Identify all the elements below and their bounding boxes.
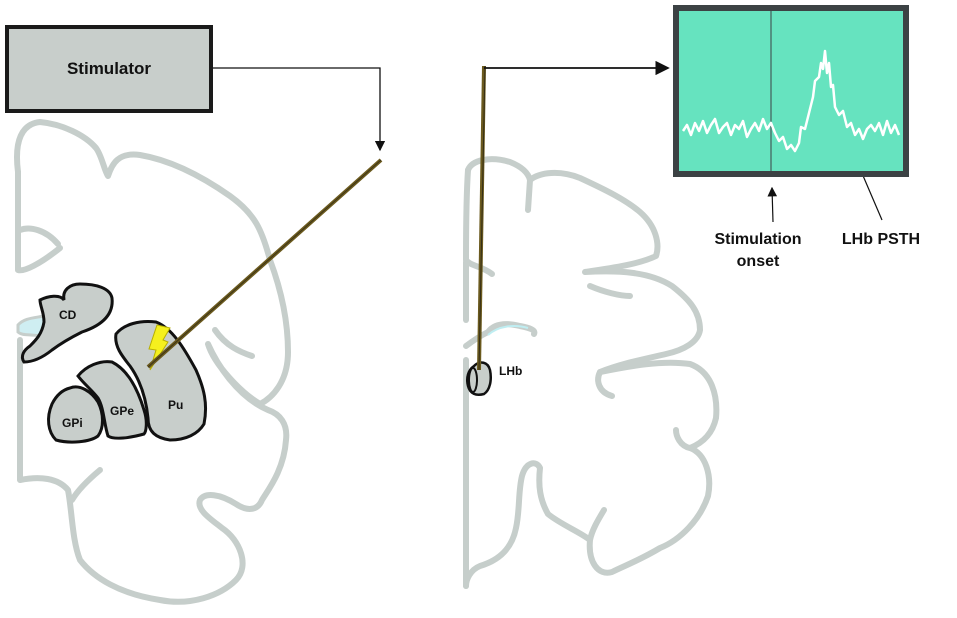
- oscilloscope-display: [673, 5, 909, 177]
- psth-trace: [681, 11, 901, 171]
- stimulator-label: Stimulator: [66, 59, 152, 78]
- lhb-psth-label: LHb PSTH: [841, 231, 921, 248]
- onset-line1: Stimulation: [714, 231, 802, 248]
- onset-line2: onset: [736, 253, 780, 270]
- label-gpi: GPi: [62, 416, 83, 430]
- right-ventricle: [487, 325, 529, 336]
- right-brain-outline: [463, 156, 720, 589]
- label-lhb: LHb: [499, 364, 523, 378]
- nucleus-cd: [20, 282, 114, 364]
- stimulator-wire: [212, 67, 386, 152]
- stimulator-box: Stimulator: [5, 25, 213, 113]
- onset-arrow: [767, 186, 778, 223]
- nucleus-pu: [114, 320, 208, 442]
- left-brain-outline: [14, 119, 291, 605]
- nucleus-gpi: [47, 385, 104, 444]
- nucleus-lhb: [466, 361, 492, 396]
- label-pu: Pu: [168, 398, 184, 412]
- nucleus-gpe: [76, 360, 148, 440]
- label-cd: CD: [59, 308, 77, 322]
- stimulation-onset-label: Stimulation onset: [702, 229, 814, 273]
- label-gpe: GPe: [110, 404, 135, 418]
